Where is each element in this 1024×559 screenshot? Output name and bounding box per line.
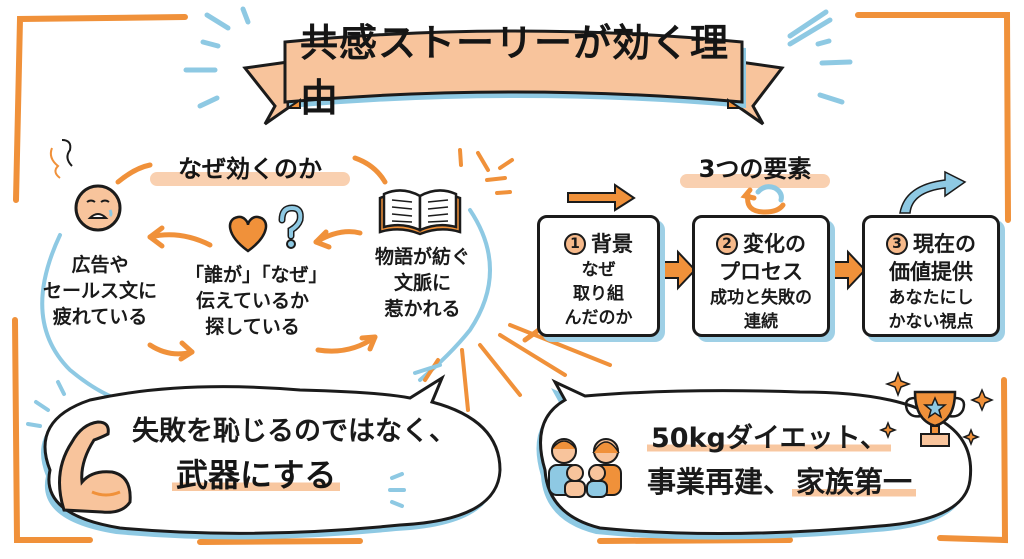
- why-node-3: 物語が紡ぐ 文脈に 惹かれる: [374, 246, 470, 320]
- family-icon: [548, 438, 622, 498]
- step-card-2: 2 変化の プロセス 成功と失敗の 連続: [692, 215, 830, 337]
- step-number-badge: 3: [886, 233, 908, 255]
- cycle-arrows-icon: [740, 184, 786, 215]
- step-arrow-2: [825, 249, 867, 291]
- step-arrow-1: [655, 249, 697, 291]
- rising-arrow-icon: [899, 170, 967, 214]
- open-book-icon: [378, 189, 462, 236]
- step-number-badge: 2: [716, 233, 738, 255]
- question-mark-icon: [278, 204, 304, 249]
- page-title: 共感ストーリーが効く理由: [300, 21, 730, 120]
- heart-icon: [228, 215, 268, 253]
- elements-section-heading: 3つの要素: [698, 154, 812, 183]
- why-node-2: 「誰が」「なぜ」 伝えているか 探している: [185, 264, 328, 338]
- right-bubble-text: 50kgダイエット、 事業再建、家族第一: [647, 418, 947, 504]
- why-node-1: 広告や セールス文に 疲れている: [42, 254, 157, 328]
- step-number-badge: 1: [564, 233, 586, 255]
- sad-face-icon: [74, 184, 122, 232]
- stress-marks-icon: [49, 139, 73, 179]
- step-card-3: 3 現在の 価値提供 あなたにし かない視点: [862, 215, 1000, 337]
- why-section-heading: なぜ効くのか: [178, 154, 322, 183]
- left-bubble-text: 失敗を恥じるのではなく、 武器にする: [132, 416, 456, 494]
- right-arrow-icon: [567, 183, 636, 212]
- step-card-1: 1 背景 なぜ 取り組 んだのか: [537, 215, 660, 337]
- flexed-arm-icon: [58, 420, 132, 514]
